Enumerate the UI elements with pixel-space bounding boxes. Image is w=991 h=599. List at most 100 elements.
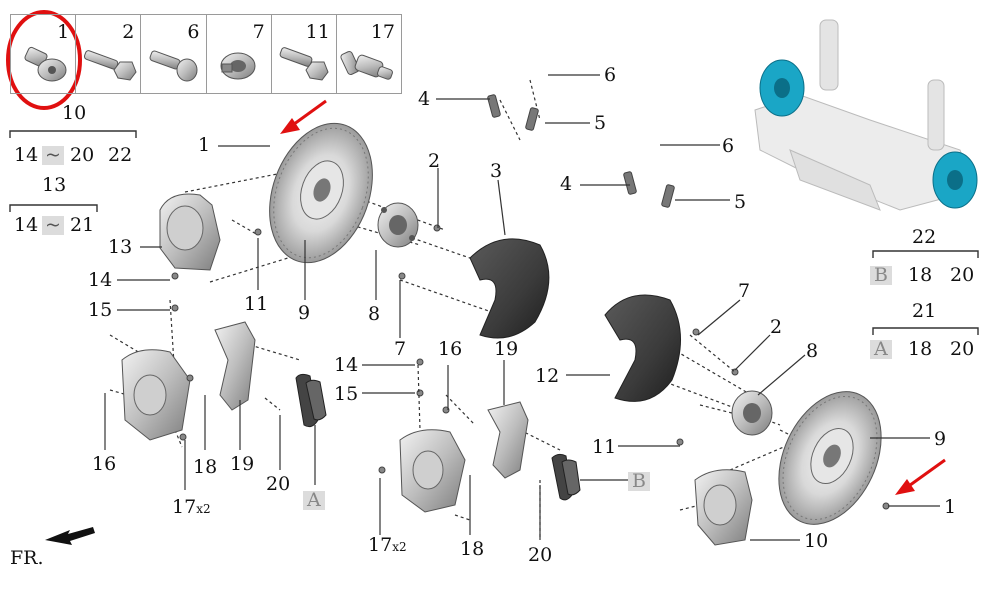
callout-hub-bolt[interactable]: 2	[770, 316, 783, 338]
fastener-table: 1 2 6 7 11 17	[10, 14, 402, 94]
callout-sensor-c[interactable]: 6	[604, 64, 617, 86]
callout-bolt-11[interactable]: 11	[592, 436, 617, 458]
fastener-1-icon	[24, 46, 67, 82]
mid-bracket-19	[487, 401, 529, 479]
fastener-cell[interactable]: 2	[76, 15, 142, 93]
left-dust-shield	[469, 238, 550, 339]
fastener-2-icon	[83, 50, 137, 81]
group-item: 20	[950, 338, 975, 360]
callout-disc-bolt[interactable]: 1	[944, 496, 957, 518]
callout-14[interactable]: 14	[88, 269, 113, 291]
fastener-number: 2	[122, 21, 135, 43]
callout-18[interactable]: 18	[460, 538, 485, 560]
group-range-start: 14	[14, 144, 39, 166]
leader-lines	[104, 74, 940, 541]
callout-20[interactable]: 20	[528, 544, 553, 566]
fastener-17-icon	[340, 50, 393, 80]
fastener-cell[interactable]: 11	[272, 15, 337, 93]
callout-hub-bolt[interactable]: 2	[428, 150, 441, 172]
callout-qty: x2	[392, 540, 407, 554]
callout-number: 17	[368, 534, 393, 556]
callout-15[interactable]: 15	[88, 299, 113, 321]
group-range-end: 21	[70, 214, 95, 236]
callout-15[interactable]: 15	[334, 383, 359, 405]
fastener-6-icon	[149, 50, 198, 82]
callout-17[interactable]: 17x2	[368, 536, 407, 555]
callout-caliper-10[interactable]: 10	[804, 530, 829, 552]
callout-16[interactable]: 16	[438, 338, 463, 360]
kit-tag: A	[870, 340, 892, 359]
group-tilde: ~	[42, 146, 64, 165]
right-dust-shield	[604, 294, 681, 402]
callout-sensor-b[interactable]: 5	[734, 191, 747, 213]
group-range-end: 20	[70, 144, 95, 166]
right-brake-disc	[778, 391, 882, 525]
callout-bolt-7[interactable]: 7	[394, 338, 407, 360]
right-wheel-hub	[731, 390, 773, 436]
callout-hub[interactable]: 8	[368, 303, 381, 325]
small-bolts	[171, 224, 890, 510]
highlight-circle-icon	[6, 10, 82, 110]
fastener-cell[interactable]: 17	[337, 15, 401, 93]
group-brackets	[9, 130, 979, 335]
highlight-arrow-icon	[895, 458, 946, 495]
fastener-cell[interactable]: 7	[207, 15, 272, 93]
callout-16[interactable]: 16	[92, 453, 117, 475]
callout-number: 17	[172, 496, 197, 518]
callout-hub[interactable]: 8	[806, 340, 819, 362]
left-pads	[295, 373, 327, 428]
fastener-number: 1	[57, 21, 70, 43]
fastener-cell[interactable]: 1	[11, 15, 77, 93]
fastener-cell[interactable]: 6	[141, 15, 207, 93]
callout-shield-12[interactable]: 12	[535, 365, 560, 387]
callout-sensor-c[interactable]: 6	[722, 135, 735, 157]
group-item: 18	[908, 338, 933, 360]
fastener-number: 7	[252, 21, 265, 43]
fastener-number: 11	[305, 21, 330, 43]
fastener-number: 17	[370, 21, 396, 43]
right-caliper-10	[694, 469, 753, 546]
left-brake-disc	[269, 122, 373, 264]
fastener-number: 6	[187, 21, 200, 43]
kit-b-tag[interactable]: B	[628, 472, 650, 491]
callout-17[interactable]: 17x2	[172, 498, 211, 517]
callout-20[interactable]: 20	[266, 473, 291, 495]
callout-disc-bolt[interactable]: 1	[198, 134, 211, 156]
group-title: 21	[912, 300, 937, 322]
group-item: 20	[950, 264, 975, 286]
callout-qty: x2	[196, 502, 211, 516]
fastener-11-icon	[279, 47, 329, 81]
fastener-7-icon	[220, 52, 256, 80]
callout-sensor-b[interactable]: 5	[594, 112, 607, 134]
callout-bolt-11[interactable]: 11	[244, 293, 269, 315]
mid-caliper-body	[399, 429, 466, 513]
group-range-start: 14	[14, 214, 39, 236]
kit-a-tag[interactable]: A	[303, 491, 325, 510]
callout-sensor[interactable]: 4	[560, 173, 573, 195]
callout-bolt-7[interactable]: 7	[738, 280, 751, 302]
callout-shield[interactable]: 3	[490, 160, 503, 182]
group-item: 18	[908, 264, 933, 286]
left-caliper-13	[159, 193, 221, 271]
group-title: 22	[912, 226, 937, 248]
callout-19[interactable]: 19	[494, 338, 519, 360]
highlight-arrow-icon	[280, 99, 327, 134]
front-arrow-icon	[45, 527, 95, 545]
top-sensors	[487, 94, 675, 208]
mid-pads	[551, 453, 581, 501]
callout-14[interactable]: 14	[334, 354, 359, 376]
callout-sensor[interactable]: 4	[418, 88, 431, 110]
left-bracket-19	[214, 321, 256, 411]
callout-disc[interactable]: 9	[298, 302, 311, 324]
left-caliper-body	[121, 349, 191, 441]
callout-disc[interactable]: 9	[934, 428, 947, 450]
group-title: 13	[42, 174, 67, 196]
callout-18[interactable]: 18	[193, 456, 218, 478]
callout-caliper-13[interactable]: 13	[108, 236, 133, 258]
callout-19[interactable]: 19	[230, 453, 255, 475]
kit-tag: B	[870, 266, 892, 285]
left-wheel-hub	[377, 202, 419, 248]
group-title: 10	[62, 102, 87, 124]
